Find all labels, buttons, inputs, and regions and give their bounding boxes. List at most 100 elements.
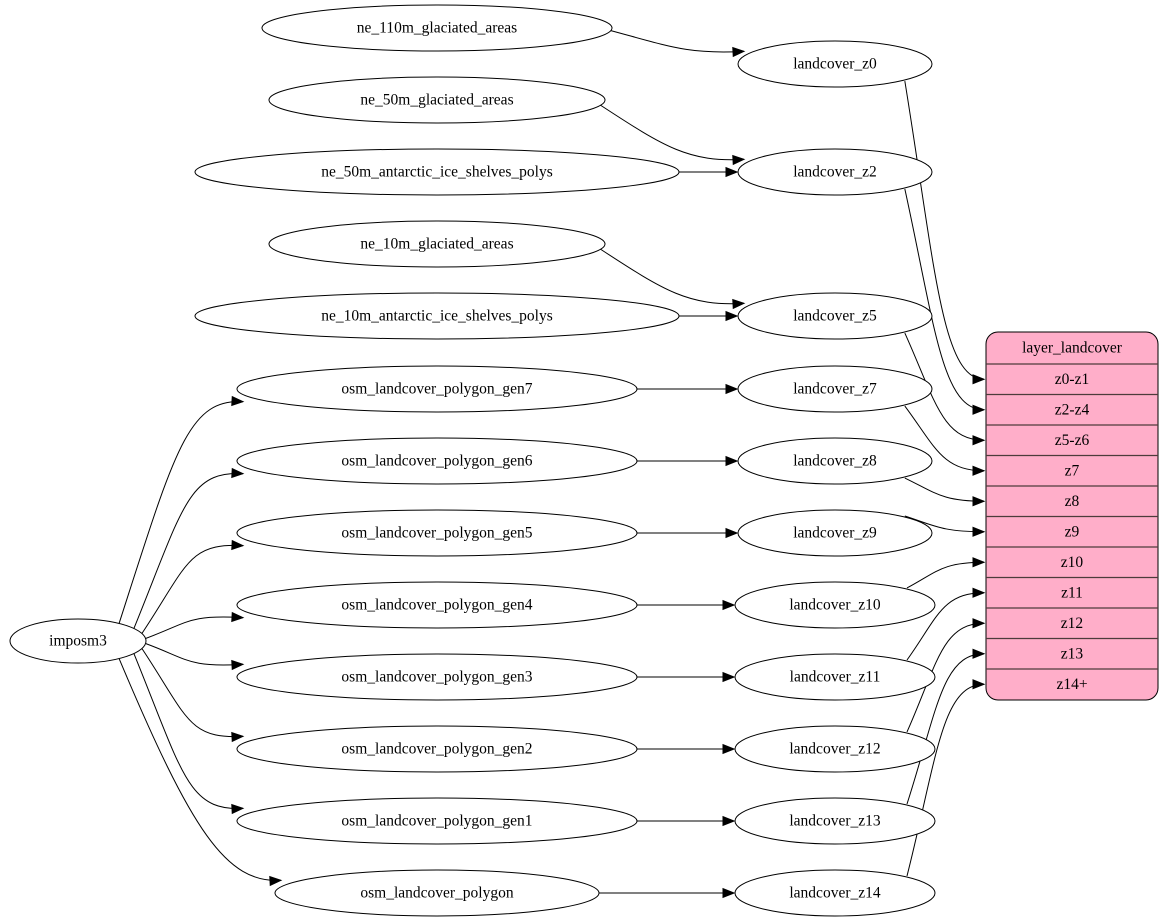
- edge-landcover_z2-to-layer_landcover-z2-z4: [904, 188, 986, 415]
- node-landcover_z10[interactable]: landcover_z10: [734, 581, 936, 629]
- node-label-landcover_z10: landcover_z10: [789, 597, 880, 614]
- node-shape-landcover_z0: [737, 40, 933, 88]
- edge-arrowhead: [972, 587, 986, 598]
- table-row-z10[interactable]: z10: [1061, 554, 1084, 571]
- edge-imposm3-to-osm_landcover_polygon_gen1: [133, 653, 245, 815]
- edge-arrowhead: [269, 875, 283, 887]
- edge-arrowhead: [972, 496, 986, 507]
- node-landcover_z13[interactable]: landcover_z13: [734, 797, 936, 845]
- node-landcover_z7[interactable]: landcover_z7: [737, 365, 933, 413]
- edge-osm_landcover_polygon_gen4-to-landcover_z10: [637, 599, 736, 611]
- edge-osm_landcover_polygon_gen2-to-landcover_z12: [636, 743, 736, 755]
- edge-line: [906, 561, 985, 589]
- node-landcover_z11[interactable]: landcover_z11: [734, 653, 936, 701]
- edge-line: [906, 592, 985, 661]
- edge-arrowhead: [732, 46, 746, 58]
- node-label-landcover_z12: landcover_z12: [789, 741, 880, 758]
- node-label-landcover_z5: landcover_z5: [793, 308, 877, 325]
- node-label-osm_landcover_polygon_gen7: osm_landcover_polygon_gen7: [341, 381, 532, 398]
- node-osm_landcover_polygon[interactable]: osm_landcover_polygon: [274, 869, 600, 917]
- edge-line: [904, 477, 985, 502]
- node-landcover_z12[interactable]: landcover_z12: [734, 725, 936, 773]
- table-row-z14+[interactable]: z14+: [1056, 676, 1087, 693]
- edge-landcover_z10-to-layer_landcover-z10: [906, 557, 986, 589]
- node-label-ne_10m_antarctic_ice_shelves_polys: ne_10m_antarctic_ice_shelves_polys: [321, 308, 553, 325]
- node-ne_10m_antarctic_ice_shelves_polys[interactable]: ne_10m_antarctic_ice_shelves_polys: [194, 292, 680, 340]
- node-osm_landcover_polygon_gen7[interactable]: osm_landcover_polygon_gen7: [236, 365, 638, 413]
- node-label-landcover_z14: landcover_z14: [789, 885, 880, 902]
- node-shape-landcover_z7: [737, 365, 933, 413]
- edge-line: [118, 658, 282, 881]
- edge-landcover_z12-to-layer_landcover-z12: [906, 618, 986, 733]
- edge-arrowhead: [972, 374, 986, 385]
- node-osm_landcover_polygon_gen6[interactable]: osm_landcover_polygon_gen6: [236, 437, 638, 485]
- node-landcover_z14[interactable]: landcover_z14: [734, 869, 936, 917]
- node-label-landcover_z7: landcover_z7: [793, 381, 877, 398]
- edge-line: [141, 544, 244, 634]
- table-row-z0-z1[interactable]: z0-z1: [1055, 371, 1089, 388]
- node-ne_50m_antarctic_ice_shelves_polys[interactable]: ne_50m_antarctic_ice_shelves_polys: [194, 148, 680, 196]
- table-row-z12[interactable]: z12: [1061, 615, 1083, 632]
- table-row-z5-z6[interactable]: z5-z6: [1055, 432, 1090, 449]
- table-row-z7[interactable]: z7: [1065, 462, 1080, 479]
- node-shape-landcover_z14: [734, 869, 936, 917]
- node-landcover_z2[interactable]: landcover_z2: [737, 148, 933, 196]
- node-label-landcover_z13: landcover_z13: [789, 813, 880, 830]
- node-shape-ne_10m_glaciated_areas: [268, 220, 606, 268]
- node-osm_landcover_polygon_gen1[interactable]: osm_landcover_polygon_gen1: [236, 797, 638, 845]
- edge-arrowhead: [972, 435, 986, 446]
- layer-landcover-table: layer_landcover z0-z1 z2-z4 z5-z6 z7 z8 z9 z10 z…: [985, 331, 1159, 701]
- node-osm_landcover_polygon_gen4[interactable]: osm_landcover_polygon_gen4: [236, 581, 638, 629]
- edge-ne_110m_glaciated_areas-to-landcover_z0: [610, 30, 746, 58]
- node-osm_landcover_polygon_gen2[interactable]: osm_landcover_polygon_gen2: [236, 725, 638, 773]
- node-label-ne_50m_antarctic_ice_shelves_polys: ne_50m_antarctic_ice_shelves_polys: [321, 164, 553, 181]
- edge-osm_landcover_polygon_gen1-to-landcover_z13: [637, 815, 736, 827]
- node-osm_landcover_polygon_gen5[interactable]: osm_landcover_polygon_gen5: [236, 509, 638, 557]
- node-shape-ne_50m_antarctic_ice_shelves_polys: [194, 148, 680, 196]
- node-shape-osm_landcover_polygon_gen6: [236, 437, 638, 485]
- node-shape-landcover_z11: [734, 653, 936, 701]
- node-shape-osm_landcover_polygon_gen4: [236, 581, 638, 629]
- node-label-osm_landcover_polygon: osm_landcover_polygon: [360, 885, 514, 902]
- edge-imposm3-to-osm_landcover_polygon: [118, 658, 283, 887]
- edge-arrowhead: [732, 298, 746, 310]
- table-row-z8[interactable]: z8: [1065, 493, 1080, 510]
- node-label-landcover_z9: landcover_z9: [793, 525, 877, 542]
- node-ne_50m_glaciated_areas[interactable]: ne_50m_glaciated_areas: [268, 76, 606, 124]
- edge-arrowhead: [725, 455, 739, 467]
- node-landcover_z5[interactable]: landcover_z5: [737, 292, 933, 340]
- node-shape-landcover_z5: [737, 292, 933, 340]
- node-imposm3[interactable]: imposm3: [9, 618, 147, 664]
- edge-landcover_z5-to-layer_landcover-z5-z6: [904, 332, 986, 446]
- edge-landcover_z11-to-layer_landcover-z11: [906, 587, 986, 661]
- node-shape-landcover_z2: [737, 148, 933, 196]
- node-landcover_z9[interactable]: landcover_z9: [737, 509, 933, 557]
- node-shape-landcover_z9: [737, 509, 933, 557]
- table-row-z13[interactable]: z13: [1061, 645, 1084, 662]
- node-shape-ne_50m_glaciated_areas: [268, 76, 606, 124]
- edge-line: [904, 515, 985, 533]
- node-osm_landcover_polygon_gen3[interactable]: osm_landcover_polygon_gen3: [236, 653, 638, 701]
- edge-landcover_z7-to-layer_landcover-z7: [904, 405, 986, 476]
- node-ne_110m_glaciated_areas[interactable]: ne_110m_glaciated_areas: [261, 4, 613, 52]
- table-title: layer_landcover: [1022, 340, 1123, 357]
- table-row-z9[interactable]: z9: [1065, 523, 1080, 540]
- node-shape-landcover_z8: [737, 437, 933, 485]
- node-shape-ne_110m_glaciated_areas: [261, 4, 613, 52]
- edge-imposm3-to-osm_landcover_polygon_gen4: [145, 611, 245, 639]
- edge-landcover_z14-to-layer_landcover-z14+: [906, 679, 986, 877]
- table-layer-landcover[interactable]: layer_landcover z0-z1 z2-z4 z5-z6 z7 z8 z9 z10 z…: [985, 331, 1159, 701]
- node-landcover_z8[interactable]: landcover_z8: [737, 437, 933, 485]
- table-row-z11[interactable]: z11: [1061, 584, 1083, 601]
- node-ne_10m_glaciated_areas[interactable]: ne_10m_glaciated_areas: [268, 220, 606, 268]
- edge-osm_landcover_polygon_gen3-to-landcover_z11: [637, 671, 736, 683]
- edge-line: [118, 401, 244, 624]
- table-row-z2-z4[interactable]: z2-z4: [1055, 401, 1090, 418]
- node-landcover_z0[interactable]: landcover_z0: [737, 40, 933, 88]
- edge-arrowhead: [972, 404, 986, 415]
- edge-line: [610, 30, 745, 53]
- edge-arrowhead: [972, 557, 986, 568]
- node-shape-osm_landcover_polygon_gen7: [236, 365, 638, 413]
- edge-arrowhead: [725, 310, 739, 322]
